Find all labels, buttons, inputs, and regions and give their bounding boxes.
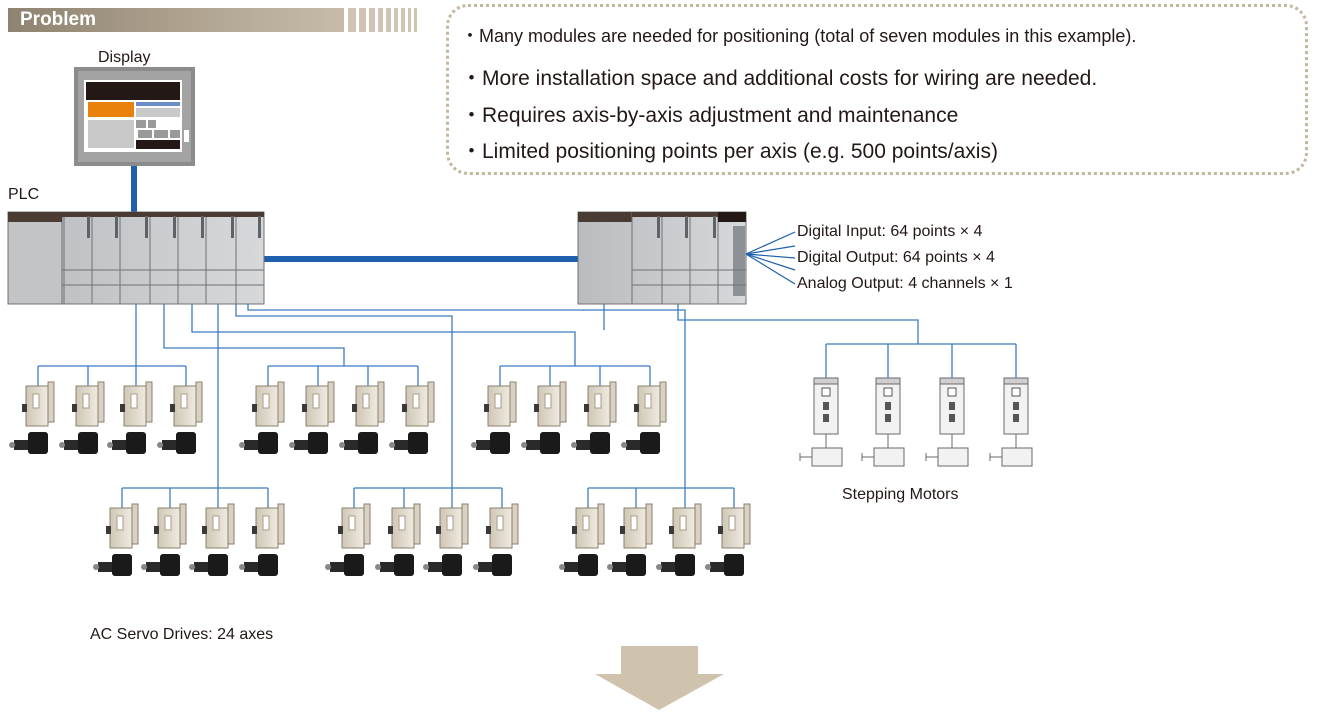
header-decorative-stripes [348, 8, 420, 32]
servo-unit [141, 503, 187, 576]
stepping-unit [799, 377, 843, 467]
servo-unit [289, 381, 335, 454]
servo-unit [423, 503, 469, 576]
plc-io-unit [577, 211, 747, 305]
section-header-bar: Problem [8, 8, 344, 32]
display-hmi [74, 67, 195, 166]
servo-unit [59, 381, 105, 454]
servo-unit [375, 503, 421, 576]
servo-unit [521, 381, 567, 454]
note-item: ・More installation space and additional … [461, 67, 1098, 90]
io-label-digital-output: Digital Output: 64 points × 4 [797, 249, 995, 266]
servo-unit [389, 381, 435, 454]
servo-unit [107, 381, 153, 454]
note-item: ・Limited positioning points per axis (e.… [461, 140, 998, 163]
servo-unit [571, 381, 617, 454]
problem-notes-box: ・Many modules are needed for positioning… [446, 4, 1308, 175]
servo-unit [93, 503, 139, 576]
section-header-label: Problem [20, 9, 97, 30]
servo-drives-label: AC Servo Drives: 24 axes [90, 626, 274, 643]
plc-label: PLC [8, 186, 40, 203]
servo-units [9, 381, 751, 576]
stepping-unit [925, 377, 969, 467]
io-label-digital-input: Digital Input: 64 points × 4 [797, 223, 983, 240]
plc-main-unit [7, 211, 265, 305]
stepping-motors-label: Stepping Motors [842, 486, 959, 503]
servo-unit [239, 503, 285, 576]
section-header: Problem [8, 8, 420, 32]
servo-unit [9, 381, 55, 454]
servo-unit [473, 503, 519, 576]
io-label-analog-output: Analog Output: 4 channels × 1 [797, 275, 1013, 292]
servo-unit [189, 503, 235, 576]
down-arrow-icon [595, 646, 724, 710]
servo-unit [157, 381, 203, 454]
display-label: Display [98, 49, 151, 66]
servo-unit [325, 503, 371, 576]
note-item: ・Many modules are needed for positioning… [461, 26, 1137, 46]
servo-unit [339, 381, 385, 454]
servo-unit [656, 503, 702, 576]
note-item: ・Requires axis-by-axis adjustment and ma… [461, 104, 959, 127]
servo-unit [621, 381, 667, 454]
servo-unit [471, 381, 517, 454]
servo-unit [239, 381, 285, 454]
servo-unit [705, 503, 751, 576]
servo-unit [607, 503, 653, 576]
servo-unit [559, 503, 605, 576]
axis-wiring [37, 304, 1017, 508]
stepping-units [799, 377, 1033, 467]
stepping-unit [989, 377, 1033, 467]
stepping-unit [861, 377, 905, 467]
io-wires [745, 231, 796, 285]
